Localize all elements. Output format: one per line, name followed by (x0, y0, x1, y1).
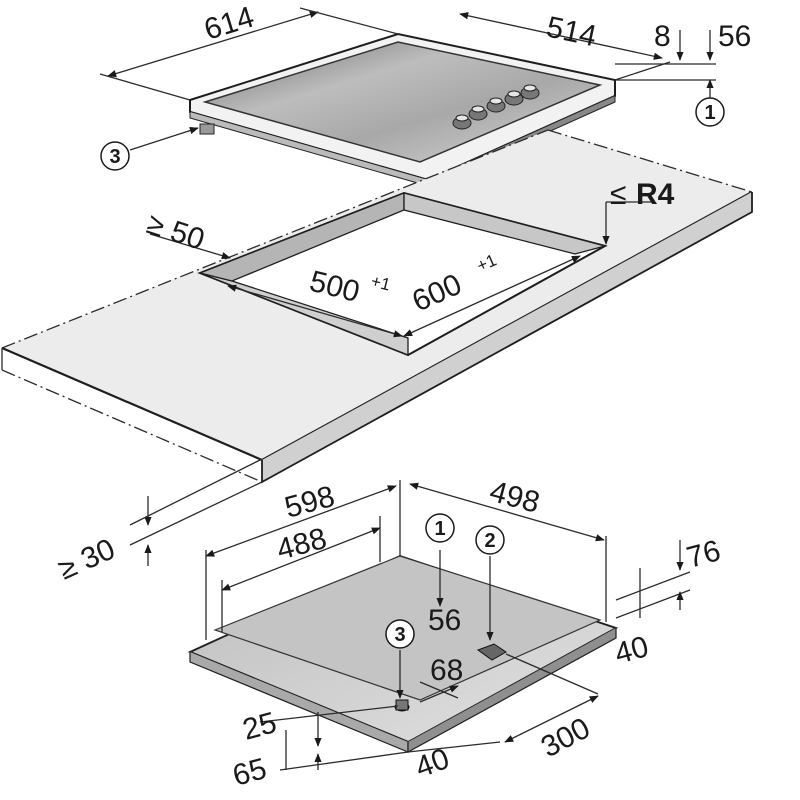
total-height-label: 56 (718, 20, 751, 53)
value-56-label: 56 (428, 604, 461, 637)
hob-depth-label: 514 (544, 11, 600, 54)
corner-radius-symbol: ≤ (610, 178, 626, 211)
value-25-label: 25 (239, 706, 280, 747)
value-76-label: 76 (683, 534, 724, 575)
electric-connector (476, 643, 507, 661)
callout-3-bottom: 3 (385, 619, 415, 649)
bottom-dimensions (205, 480, 691, 771)
callout-2-bottom: 2 (475, 525, 505, 555)
value-68-label: 68 (430, 654, 463, 687)
control-knobs (452, 84, 540, 130)
hob-width-label: 614 (200, 0, 258, 46)
value-40-right-label: 40 (611, 630, 652, 671)
value-300-label: 300 (536, 712, 596, 765)
callout-1-bottom: 1 (425, 513, 455, 543)
min-thickness-label: ≥ 30 (53, 533, 120, 587)
unit-depth-label: 498 (486, 475, 543, 520)
value-65-label: 65 (229, 752, 270, 793)
callout-1-top: 1 (695, 97, 725, 127)
callout-3-top: 3 (100, 141, 130, 171)
svg-text:1: 1 (434, 518, 445, 540)
unit-width-label: 598 (281, 480, 338, 525)
top-dimensions (99, 7, 716, 151)
svg-text:3: 3 (109, 146, 120, 168)
svg-text:3: 3 (394, 624, 405, 646)
svg-text:2: 2 (484, 530, 495, 552)
svg-text:1: 1 (704, 102, 715, 124)
min-front-distance-label: ≥ 50 (143, 207, 209, 256)
value-40-bottom-label: 40 (411, 742, 454, 784)
gas-connector (199, 123, 215, 135)
rim-height-label: 8 (654, 20, 671, 53)
cutout-depth-tolerance: +1 (369, 271, 392, 294)
corner-radius-value: R4 (636, 178, 675, 211)
